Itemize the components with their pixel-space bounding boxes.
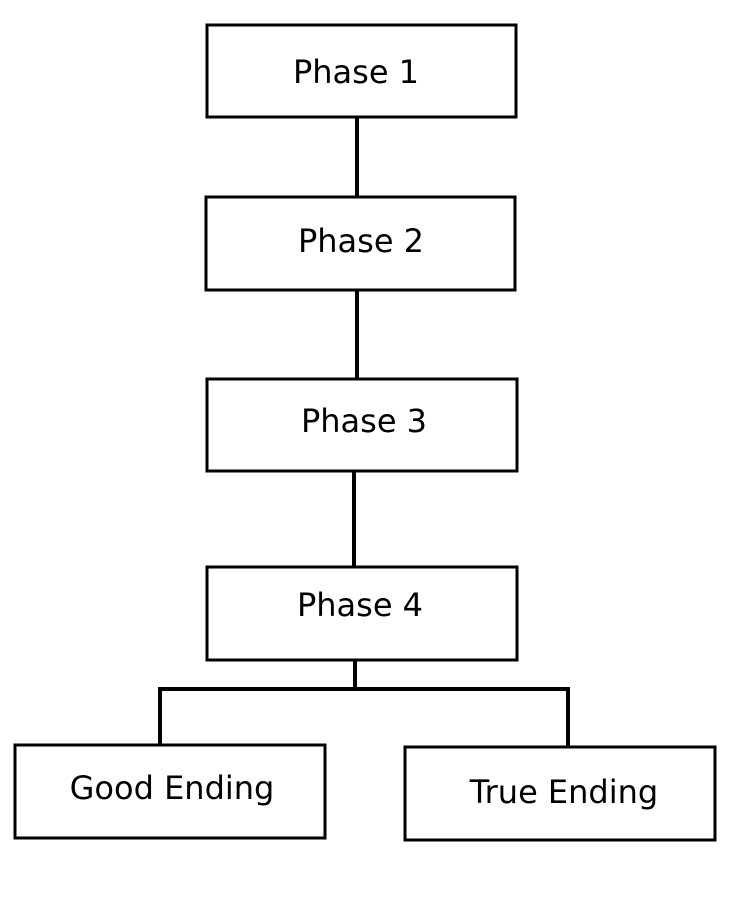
edge-phase-4-to-true-ending xyxy=(353,687,570,749)
node-phase-1: Phase 1 xyxy=(205,23,518,119)
edge-phase-4-to-good-ending xyxy=(158,658,357,747)
node-label: Phase 1 xyxy=(293,53,419,91)
node-phase-4: Phase 4 xyxy=(205,565,519,662)
node-true-ending: True Ending xyxy=(403,745,717,842)
diagram-edges xyxy=(158,115,570,749)
node-phase-2: Phase 2 xyxy=(204,195,517,292)
node-label: Phase 2 xyxy=(298,222,424,260)
node-label: Good Ending xyxy=(70,769,275,807)
node-label: Phase 4 xyxy=(297,586,423,624)
node-good-ending: Good Ending xyxy=(13,743,327,840)
node-label: Phase 3 xyxy=(301,402,427,440)
node-phase-3: Phase 3 xyxy=(205,377,519,473)
node-label: True Ending xyxy=(469,773,658,811)
